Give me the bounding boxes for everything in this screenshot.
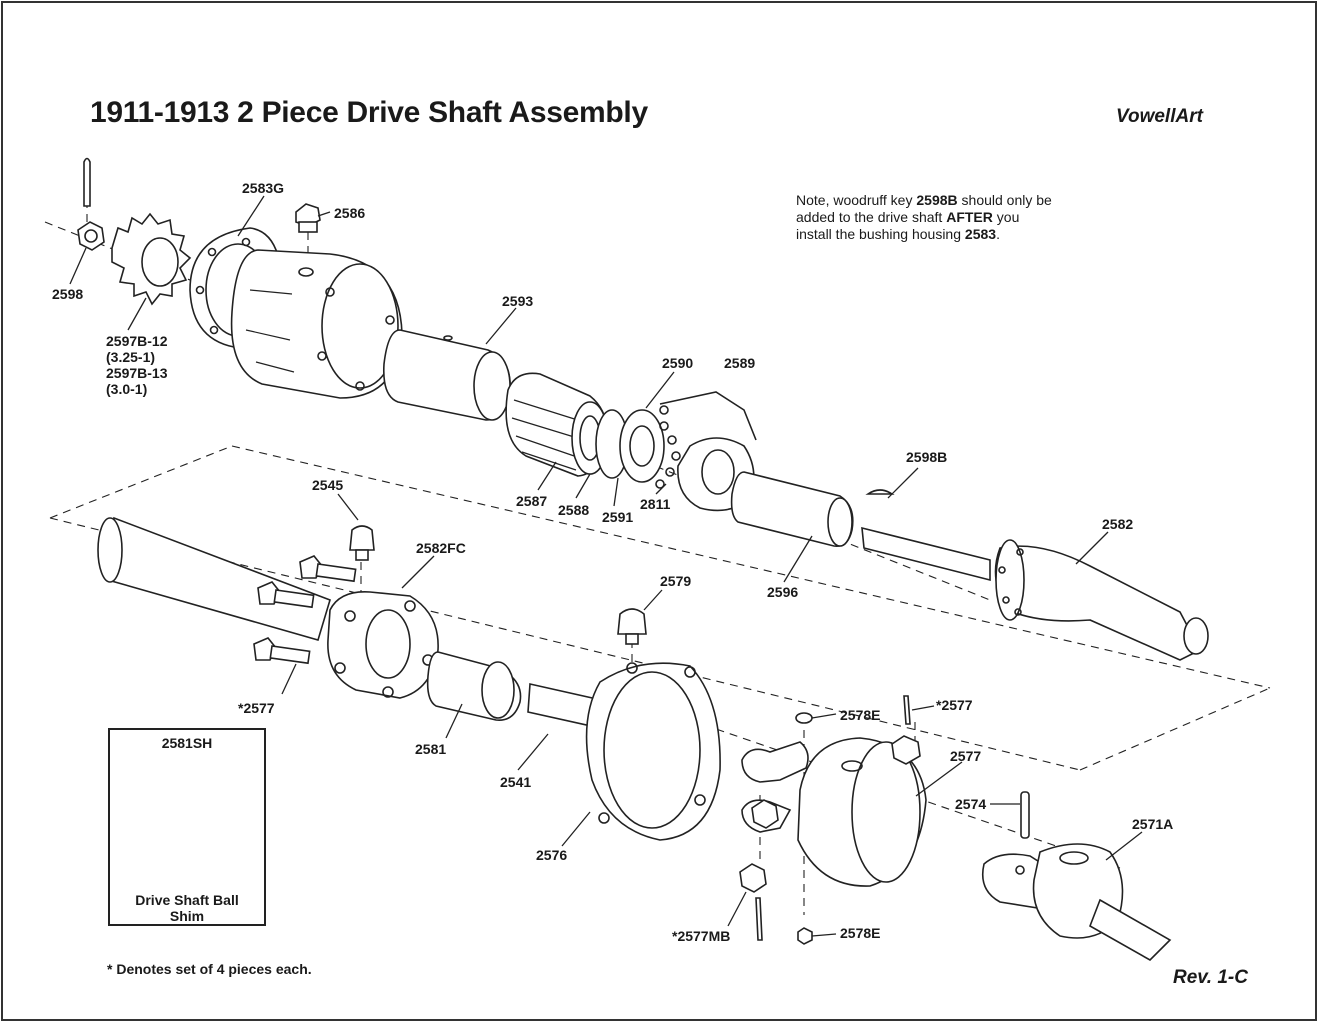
- leader-lines: [69, 195, 1143, 937]
- label-2586: 2586: [334, 205, 366, 221]
- grease-cup-2579: [617, 608, 647, 645]
- label-2589: 2589: [724, 355, 756, 371]
- shim-caption-line: Drive Shaft Ball: [135, 892, 239, 908]
- label-2597b-line: (3.0-1): [106, 381, 148, 397]
- label-2598: 2598: [52, 286, 84, 302]
- note-after: AFTER: [946, 209, 993, 225]
- universal-joint-2571a: [981, 843, 1172, 961]
- label-2582fc: 2582FC: [416, 540, 466, 556]
- flange-2582fc: [327, 591, 439, 699]
- label-2598b: 2598B: [906, 449, 948, 465]
- label-2577-bolts: *2577: [238, 700, 275, 716]
- drive-shaft-2582: [861, 526, 1209, 661]
- label-2582: 2582: [1102, 516, 1134, 532]
- label-2597b-line: 2597B-12: [106, 333, 168, 349]
- label-2591: 2591: [602, 509, 634, 525]
- label-2577mb: *2577MB: [672, 928, 731, 944]
- label-2571a: 2571A: [1132, 816, 1174, 832]
- shim-inset-title: 2581SH: [161, 735, 213, 751]
- label-2581: 2581: [415, 741, 447, 757]
- page-title: 1911-1913 2 Piece Drive Shaft Assembly: [90, 96, 648, 129]
- label-2597b: 2597B-12 (3.25-1) 2597B-13 (3.0-1): [106, 333, 168, 397]
- pin-2574: [1020, 791, 1030, 839]
- label-2541: 2541: [500, 774, 532, 790]
- note-text-1: Note, woodruff key: [796, 192, 917, 208]
- label-2597b-line: 2597B-13: [106, 365, 168, 381]
- note-text-4: .: [996, 226, 1000, 242]
- revision-label: Rev. 1-C: [1173, 967, 1248, 988]
- label-2579: 2579: [660, 573, 692, 589]
- label-2576: 2576: [536, 847, 568, 863]
- cotter-pin-2598: [83, 157, 91, 207]
- assembly-note: Note, woodruff key 2598B should only be …: [796, 192, 1056, 243]
- shim-inset-caption: Drive Shaft Ball Shim: [110, 892, 264, 924]
- label-2811: 2811: [640, 496, 671, 512]
- bolts-2577: [253, 555, 357, 665]
- label-2583g: 2583G: [242, 180, 285, 196]
- bracket-2589: [659, 391, 757, 441]
- bushing-2593: [382, 329, 511, 421]
- label-2593: 2593: [502, 293, 534, 309]
- note-text-2: should only be added to the drive shaft: [796, 192, 1052, 225]
- balls-2811: [655, 405, 681, 489]
- note-text-3: you install the bushing housing: [796, 209, 1020, 242]
- label-2597b-line: (3.25-1): [106, 349, 156, 365]
- label-2577-pins: *2577: [936, 697, 973, 713]
- label-2578e-bottom: 2578E: [840, 925, 881, 941]
- castle-nuts-2577: [739, 735, 921, 893]
- label-2588: 2588: [558, 502, 590, 518]
- note-key: 2598B: [916, 192, 958, 208]
- bushing-housing-2583: [230, 249, 403, 399]
- label-2587: 2587: [516, 493, 548, 509]
- note-housing: 2583: [964, 226, 997, 242]
- label-2577-ball: 2577: [950, 748, 982, 764]
- label-2596: 2596: [767, 584, 799, 600]
- ball-cap-plate-2576: [585, 662, 721, 841]
- plug-2586: [295, 203, 321, 233]
- grease-cup-2545: [349, 525, 375, 561]
- shim-caption-line: Shim: [169, 908, 205, 924]
- label-2545: 2545: [312, 477, 344, 493]
- lube-fitting-2578e: [795, 712, 813, 945]
- shim-inset-box: 2581SH Drive Shaft Ball Shim: [108, 728, 266, 926]
- bushing-2581: [426, 651, 522, 721]
- cotter-pins: [755, 695, 911, 941]
- label-2574: 2574: [955, 796, 987, 812]
- thrust-washer-2590: [619, 409, 665, 483]
- brand-mark: VowellArt: [1116, 106, 1203, 127]
- woodruff-key-2598b: [865, 489, 895, 495]
- drive-shaft-ball-2577: [797, 737, 927, 887]
- sleeve-2596: [730, 471, 854, 547]
- label-2590: 2590: [662, 355, 694, 371]
- castle-nut-2598: [77, 221, 105, 251]
- pinion-gear-2597b: [111, 212, 192, 306]
- torque-tube: [97, 516, 331, 641]
- label-2578e-top: 2578E: [840, 707, 881, 723]
- footnote: * Denotes set of 4 pieces each.: [107, 961, 312, 977]
